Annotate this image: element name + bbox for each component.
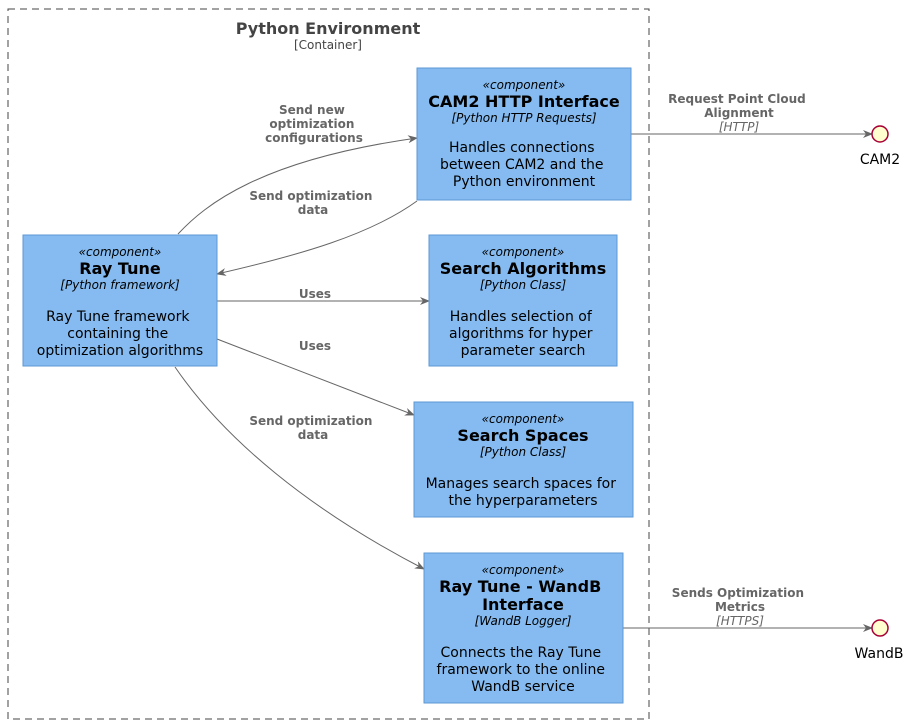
interface-circle-icon [871,125,889,143]
interface-wandb[interactable]: WandB [855,619,904,662]
label-request-alignment: Request Point Cloud Alignment [668,92,810,120]
interface-cam2[interactable]: CAM2 [860,125,900,168]
tech-sends-metrics: [HTTPS] [716,614,764,628]
label-send-opt-data-bottom: Send optimization data [249,414,376,442]
edge-uses-spaces [216,338,415,416]
component-stereotype: «component» [482,563,565,577]
component-title: Search Algorithms [440,259,606,278]
component-stereotype: «component» [483,78,566,92]
component-technology: [Python Class] [480,445,567,459]
component-title: Ray Tune - WandB Interface [439,577,607,614]
relation-labels: Send new optimization configurations Sen… [249,92,810,628]
component-box [416,67,632,201]
boundary-type: [Container] [294,38,362,52]
label-send-new-configs: Send new optimization configurations [265,103,363,145]
component-box [423,552,624,704]
label-uses-spaces: Uses [299,339,331,353]
component-title: Search Spaces [457,426,588,445]
component-box [413,401,634,518]
component-description: Ray Tune framework containing the optimi… [37,309,203,359]
interface-label: CAM2 [860,152,900,168]
boundary-title: Python Environment [236,19,421,38]
component-stereotype: «component» [482,412,565,426]
component-ray-tune-wandb-interface[interactable]: «component» Ray Tune - WandB Interface [… [423,552,624,704]
edge-send-new-configs [177,135,418,235]
container-boundary [7,8,650,720]
edge-send-opt-data-bottom [174,366,425,570]
component-technology: [Python HTTP Requests] [451,111,596,125]
component-description: Handles connections between CAM2 and the… [440,140,608,190]
label-send-opt-data-top: Send optimization data [249,189,376,217]
component-technology: [Python Class] [480,278,567,292]
interface-circle-icon [871,619,889,637]
component-technology: [Python framework] [60,278,180,292]
component-search-spaces[interactable]: «component» Search Spaces [Python Class]… [413,401,634,518]
component-box [22,234,218,367]
component-title: Ray Tune [79,259,161,278]
component-stereotype: «component» [79,245,162,259]
component-description: Connects the Ray Tune framework to the o… [437,645,610,695]
component-description: Manages search spaces for the hyperparam… [426,476,621,509]
label-sends-metrics: Sends Optimization Metrics [672,586,808,614]
relations [174,130,873,632]
component-description: Handles selection of algorithms for hype… [449,309,597,359]
component-box [428,234,618,367]
tech-request-alignment: [HTTP] [719,120,760,134]
component-technology: [WandB Logger] [475,614,572,628]
component-stereotype: «component» [482,245,565,259]
label-uses-algorithms: Uses [299,287,331,301]
edge-send-opt-data-top [216,200,418,276]
interface-label: WandB [855,646,904,662]
component-title: CAM2 HTTP Interface [428,92,620,111]
component-cam2-http-interface[interactable]: «component» CAM2 HTTP Interface [Python … [416,67,632,201]
component-ray-tune[interactable]: «component» Ray Tune [Python framework] … [22,234,218,367]
component-search-algorithms[interactable]: «component» Search Algorithms [Python Cl… [428,234,618,367]
